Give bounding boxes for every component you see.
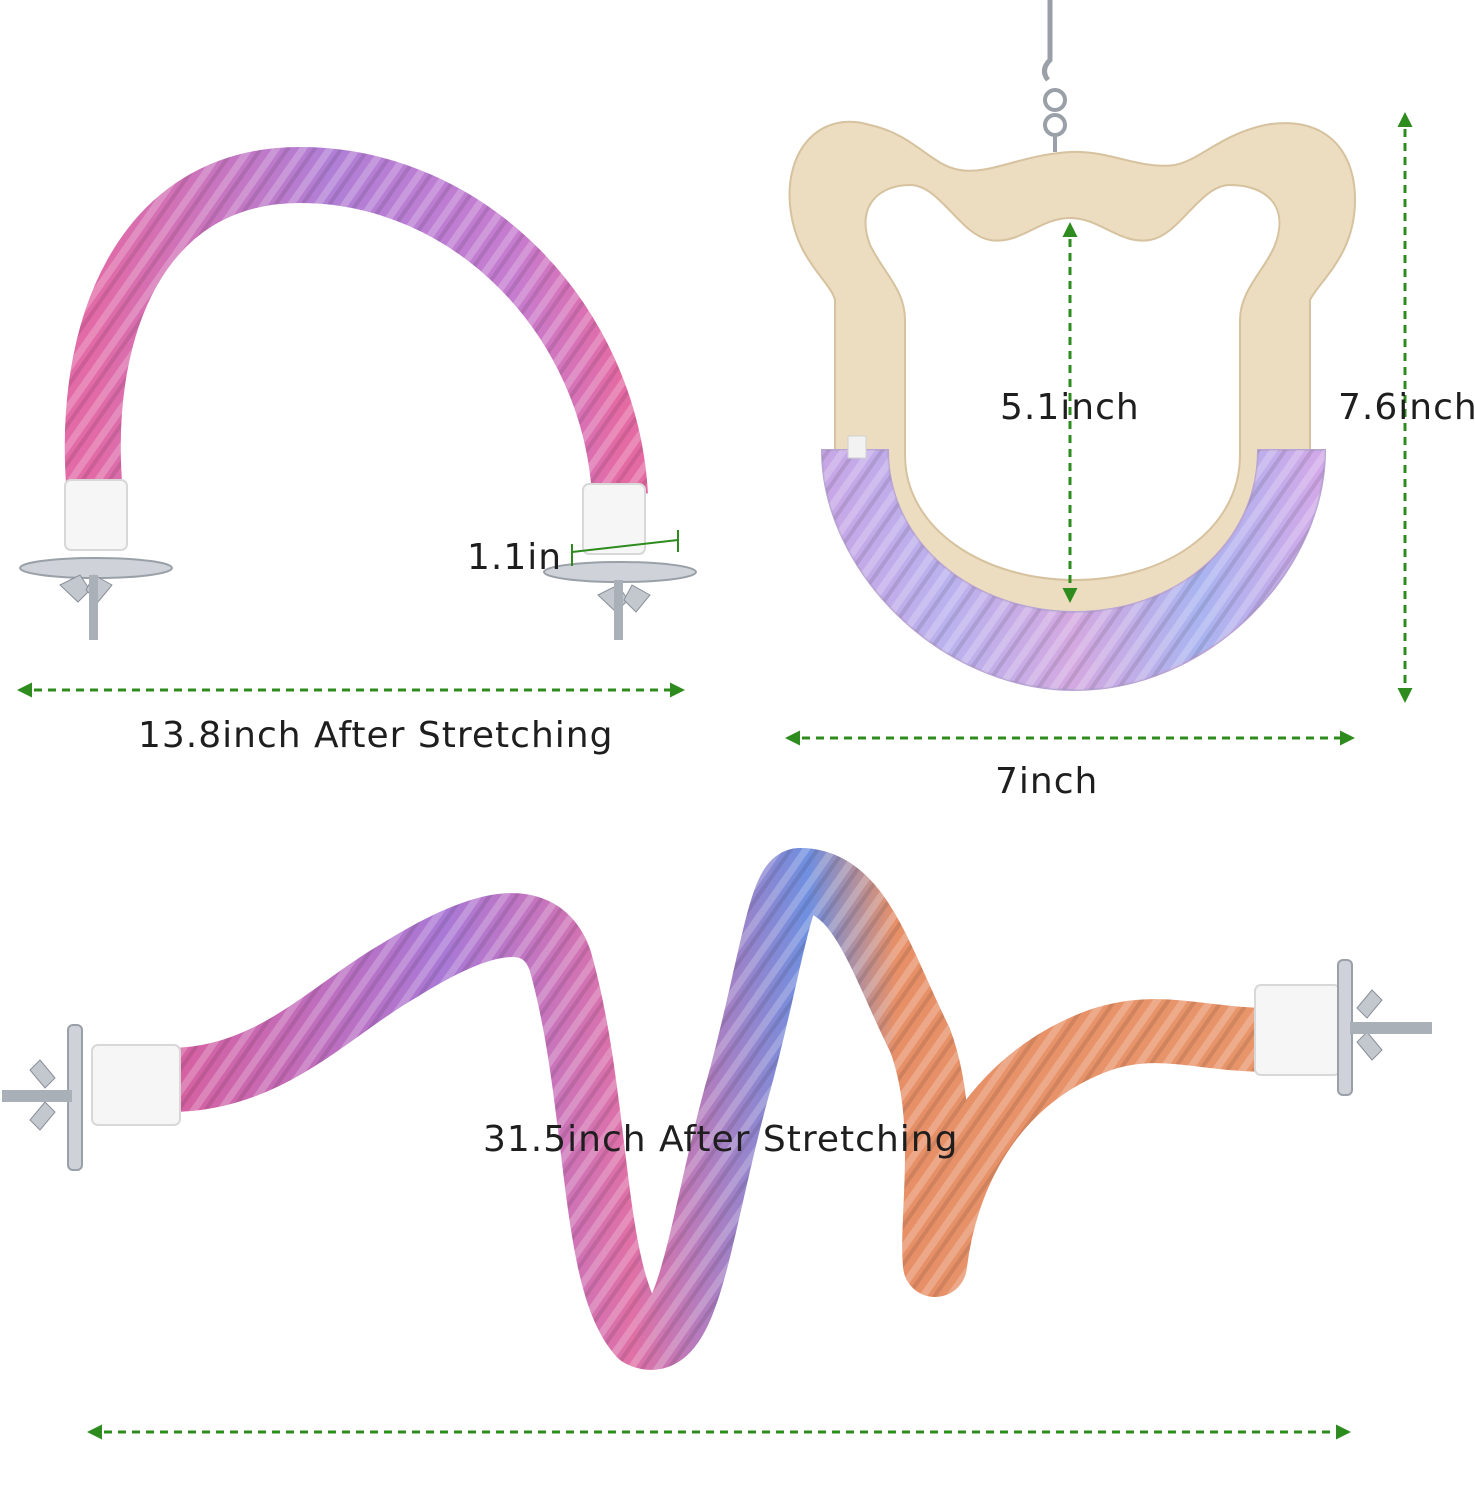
diameter-marker [571,530,679,566]
wing-nut-icon [1350,989,1432,1061]
rope-long-length-label: 31.5inch After Stretching [483,1119,959,1160]
end-cap-right [543,483,697,640]
bear-ring-swing [785,0,1413,746]
end-cap-left [19,479,173,640]
rope-diameter-label: 1.1in [467,537,563,578]
ring-width-label: 7inch [995,761,1099,802]
rope-short-length-label: 13.8inch After Stretching [138,715,614,756]
end-cap-right [1254,959,1432,1096]
short-rope-perch [17,146,697,698]
wing-nut-icon [597,580,651,640]
metal-hook-icon [1042,0,1067,152]
ring-outer-height-label: 7.6inch [1338,387,1475,428]
washer-icon [543,561,697,583]
wooden-bear-frame [788,120,1357,642]
wing-nut-icon [59,574,113,640]
ring-inner-height-label: 5.1inch [1000,387,1140,428]
cable-tie [847,435,867,459]
wing-nut-icon [2,1059,72,1131]
long-rope-perch [2,848,1432,1440]
washer-icon [1337,959,1353,1096]
end-cap-left [2,1024,181,1171]
